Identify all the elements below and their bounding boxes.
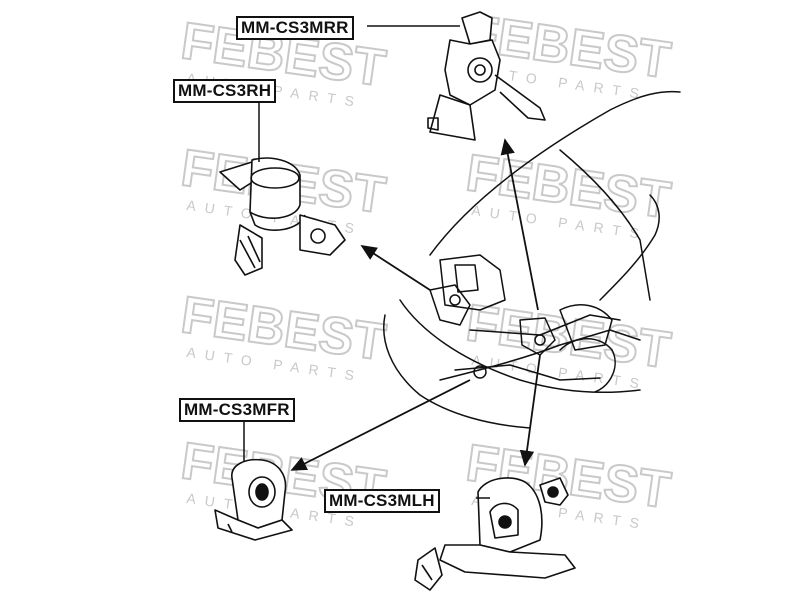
hood-line <box>429 90 681 256</box>
wheel-arch <box>559 338 616 393</box>
part-drawing-mlh <box>414 477 576 591</box>
arrow-to-mfr <box>290 379 471 471</box>
part-label-mm-cs3mlh: MM-CS3MLH <box>324 489 440 513</box>
part-drawing-mfr <box>214 458 293 541</box>
trans-body <box>559 304 613 351</box>
arrows <box>290 138 541 471</box>
body-side <box>399 299 641 394</box>
mount-point-left <box>449 294 461 306</box>
bracket-left <box>429 284 471 326</box>
lower-rail <box>454 364 601 381</box>
mount-point-front <box>473 365 487 379</box>
part-label-mm-cs3rh: MM-CS3RH <box>173 79 277 103</box>
vehicle-outline <box>383 90 681 429</box>
fender-line <box>599 194 660 301</box>
part-drawing-mrr <box>427 11 546 141</box>
part-label-mm-cs3mfr: MM-CS3MFR <box>179 398 295 422</box>
watermark-4: FEBEST AUTO PARTS <box>462 143 675 242</box>
front-edge <box>383 314 531 429</box>
part-drawing-rh <box>219 157 346 276</box>
arrow-to-mlh <box>519 354 541 467</box>
engine-detail <box>454 264 479 293</box>
frame-rail <box>439 329 641 381</box>
arrow-to-rh <box>360 245 431 291</box>
part-label-mm-cs3mrr: MM-CS3MRR <box>236 16 354 40</box>
watermark-5: FEBEST AUTO PARTS <box>177 285 390 384</box>
engine-block <box>439 254 506 311</box>
windshield-line <box>559 149 651 301</box>
bracket-right <box>519 317 556 356</box>
leader-lines <box>243 25 490 499</box>
arrow-to-mrr <box>500 138 539 311</box>
mount-point-mid <box>534 334 546 346</box>
